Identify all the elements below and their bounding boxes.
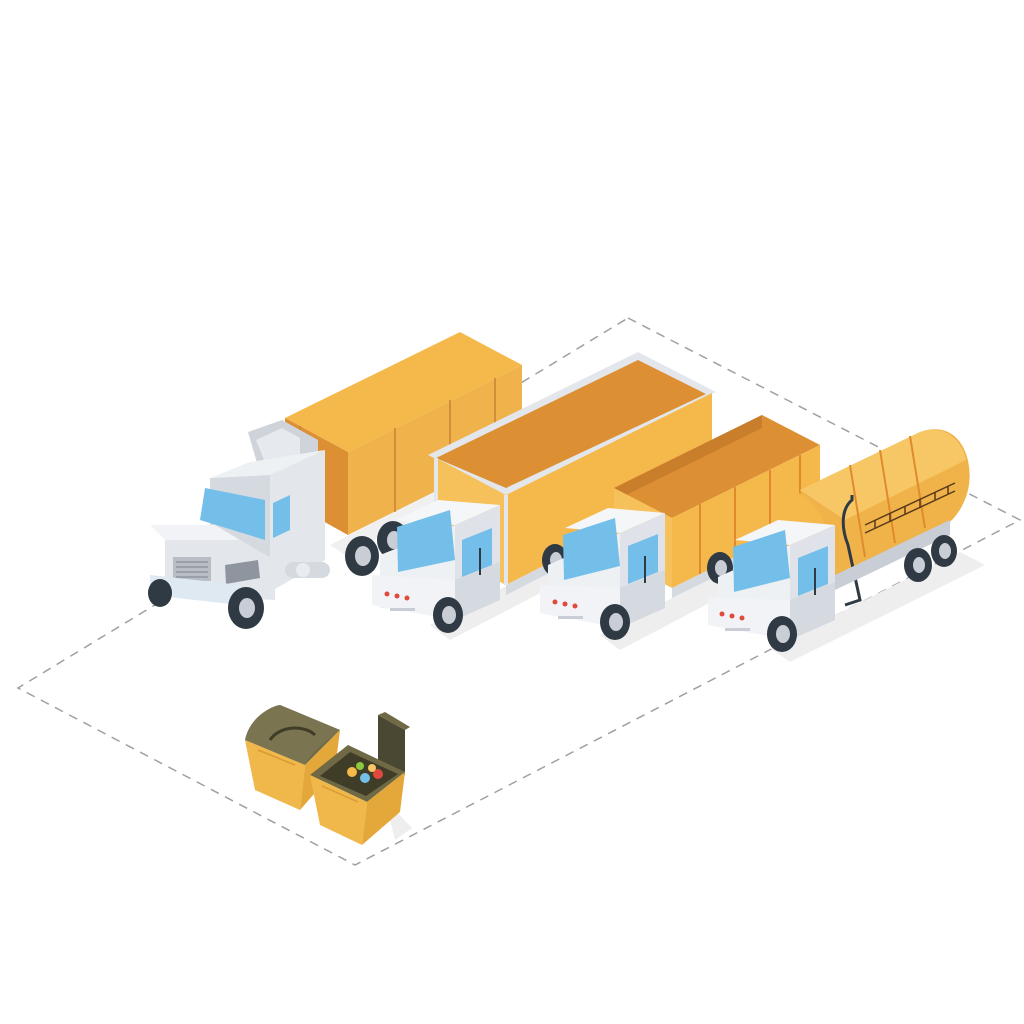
semi-bumper [150,575,240,605]
dumpster-open-lid [378,715,405,775]
dump-bed-side [672,445,820,588]
tanker-windshield [733,530,790,592]
dump-truck-icon [540,415,835,650]
box-truck-windshield [397,510,455,572]
dumpster-open-icon [310,712,412,845]
semi-cab-side [270,450,325,592]
semi-trailer-top [285,332,522,452]
tanker-ladder [864,482,956,534]
dumpster-open-front [310,775,367,845]
box-truck-top [436,360,706,488]
dumpster-open-side [362,772,405,845]
box-truck-side [506,393,712,585]
dumpster-contents [347,762,383,783]
tanker-hose [841,495,862,607]
dump-bed-inner [614,415,820,518]
semi-cab-roof [210,450,325,478]
dumpster-closed-front [245,740,305,810]
semi-trailer-side [348,365,522,535]
dump-windshield [563,518,620,580]
semi-windshield [200,488,265,540]
tanker-truck-icon [708,429,985,662]
